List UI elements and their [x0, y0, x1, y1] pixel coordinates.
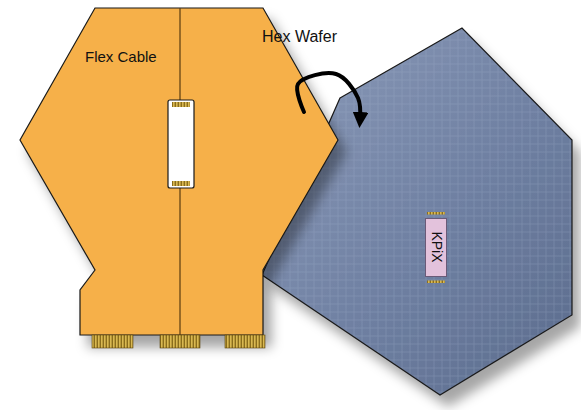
chip-label: KPiX: [428, 231, 444, 262]
flex-shape: Flex Cable: [20, 8, 340, 350]
flex-outline: [20, 8, 340, 350]
wafer-shape: KPiX Hex Wafer: [262, 28, 572, 395]
flex-label: Flex Cable: [85, 48, 157, 65]
wafer-outline: [262, 28, 572, 395]
chip-shape: KPiX: [425, 218, 447, 277]
wafer-label: Hex Wafer: [262, 28, 337, 46]
